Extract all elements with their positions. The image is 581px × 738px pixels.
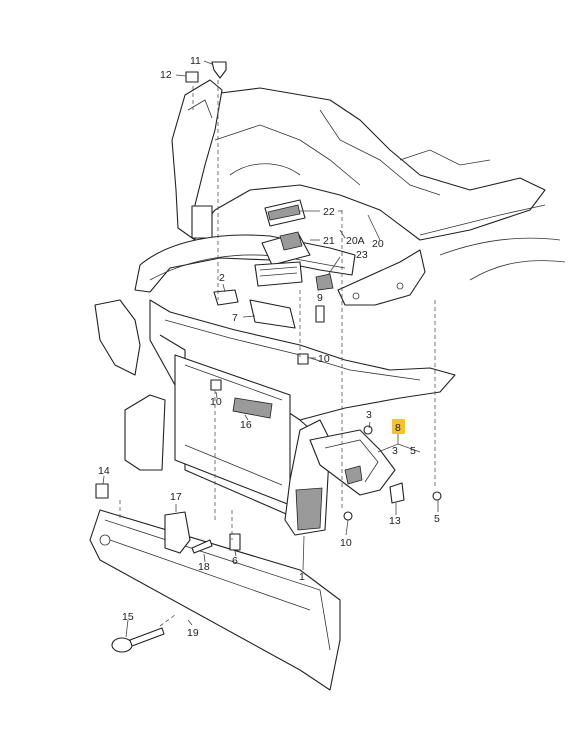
callout-3-upper: 3 xyxy=(366,409,372,421)
side-bracket xyxy=(309,425,442,521)
leader-lines xyxy=(102,60,439,638)
callout-10-upper: 10 xyxy=(318,353,330,365)
callout-6: 6 xyxy=(232,555,238,567)
lock-carrier xyxy=(94,299,456,536)
reference-lines xyxy=(119,80,436,627)
callout-11: 11 xyxy=(190,55,201,67)
callout-16: 16 xyxy=(240,419,252,431)
callout-10-left: 10 xyxy=(210,396,222,408)
callout-1: 1 xyxy=(299,571,305,583)
callout-12: 12 xyxy=(160,69,172,81)
callout-23: 23 xyxy=(356,249,368,261)
callout-labels: 11 12 22 21 20A 20 23 2 7 9 10 10 16 3 8… xyxy=(98,55,440,639)
bumper-beam xyxy=(89,483,341,691)
control-units xyxy=(254,199,334,291)
callout-7: 7 xyxy=(232,312,238,324)
callout-10-lower: 10 xyxy=(340,537,352,549)
callout-15: 15 xyxy=(122,611,134,623)
callout-18: 18 xyxy=(198,561,210,573)
callout-21: 21 xyxy=(323,235,335,247)
callout-20a: 20A xyxy=(346,235,365,247)
callout-8: 8 xyxy=(395,422,401,434)
callout-20: 20 xyxy=(372,238,384,250)
callout-22: 22 xyxy=(323,206,335,218)
callout-3-lower: 3 xyxy=(392,445,398,457)
callout-2: 2 xyxy=(219,272,225,284)
callout-5-lower: 5 xyxy=(434,513,440,525)
highlight-marker xyxy=(392,419,405,434)
fasteners xyxy=(185,61,325,391)
body-structure xyxy=(134,79,566,306)
callout-13: 13 xyxy=(389,515,401,527)
callout-5-upper: 5 xyxy=(410,445,416,457)
callout-14: 14 xyxy=(98,465,110,477)
callout-19: 19 xyxy=(187,627,199,639)
callout-17: 17 xyxy=(170,491,182,503)
callout-9: 9 xyxy=(317,292,323,304)
